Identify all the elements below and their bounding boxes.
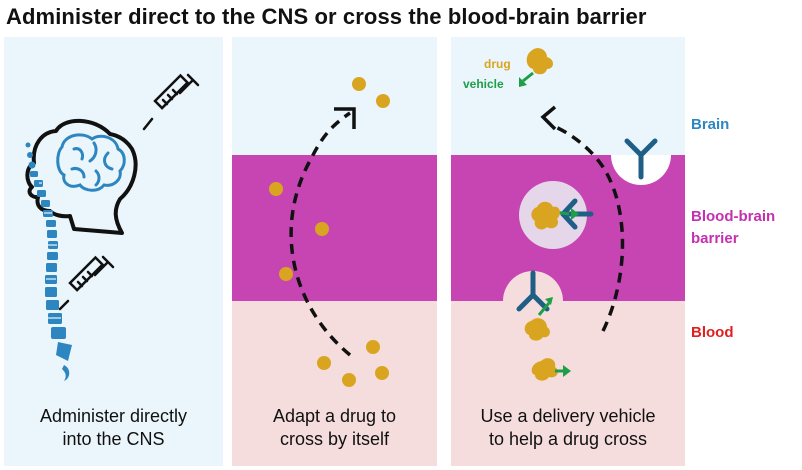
dashed-arrow-icon [289,111,352,357]
caption-line: cross by itself [279,429,390,449]
drug-particles [269,77,390,387]
receptor-icon [624,138,658,180]
panel-caption: Adapt a drug to cross by itself [232,405,437,451]
drug-blob-icon [531,201,560,230]
panel-adapt-drug: Adapt a drug to cross by itself [232,37,437,466]
panel-delivery-vehicle: drug vehicle Use a delivery vehicle to h… [451,37,685,466]
caption-line: into the CNS [62,429,165,449]
blood-region [232,301,437,466]
arrowhead-icon [540,105,557,131]
drug-particle [279,267,293,281]
drug-blob-icon [531,358,558,381]
legend-drug-label: drug [484,57,511,71]
blood-region [451,301,685,466]
caption-line: Use a delivery vehicle [480,406,656,426]
panel-direct-cns: Administer directly into the CNS [4,37,223,466]
drug-blob-icon [524,318,550,341]
figure-title: Administer direct to the CNS or cross th… [6,4,647,29]
head-outline-icon [25,118,138,235]
region-label-text: Blood [691,324,734,341]
drug-particle [269,182,283,196]
panel-caption: Administer directly into the CNS [4,405,223,451]
brain-region-label: Brain [691,114,729,136]
drug-particle [375,366,389,380]
brain-icon [56,133,126,192]
caption-line: Administer directly [39,406,188,426]
dashed-arrow-icon [550,123,625,332]
panel-caption: Use a delivery vehicle to help a drug cr… [451,405,685,451]
drug-particle [366,340,380,354]
syringe-icon [58,255,115,311]
vehicle-arrow-icon [522,71,534,83]
drug-blob-icon [526,48,553,75]
brain-region [232,37,437,155]
delivery-vehicle-illustration [503,48,677,381]
bbb-region-label: Blood-brain barrier [691,206,775,250]
arrowhead-icon [334,107,356,129]
spine-icon [25,142,72,381]
drug-particle [317,356,331,370]
blood-region-label: Blood [691,322,734,344]
drug-particle [315,222,329,236]
drug-particle [342,373,356,387]
barrier-region [232,155,437,301]
direct-cns-illustration [25,73,200,381]
syringe-icon [142,73,200,131]
region-label-text: Brain [691,116,730,133]
drug-particle [376,94,390,108]
region-label-text: Blood-brain [691,208,776,225]
region-label-text: barrier [691,230,739,247]
brain-region [451,37,685,155]
vehicle-arrow-icon [537,302,551,316]
legend-vehicle-label: vehicle [463,77,504,91]
adapt-drug-illustration [269,77,390,387]
drug-particle [352,77,366,91]
caption-line: to help a drug cross [488,429,648,449]
caption-line: Adapt a drug to [272,406,397,426]
